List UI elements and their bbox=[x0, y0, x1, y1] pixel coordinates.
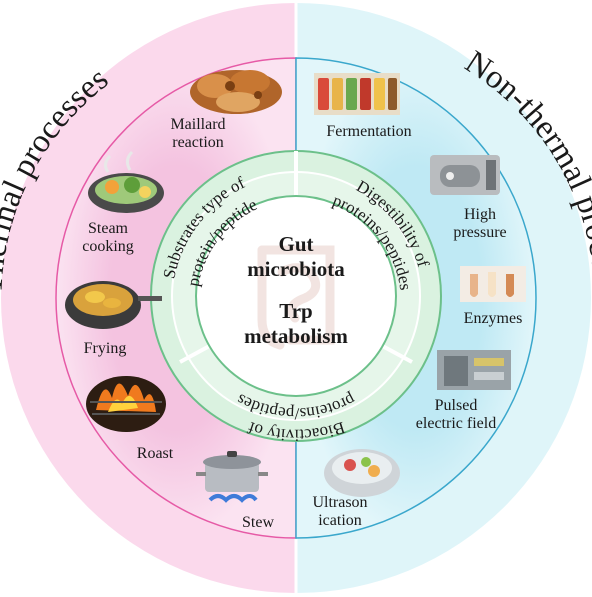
fermentation-jars-icon bbox=[314, 73, 400, 115]
nonthermal-item-enzymes: Enzymes bbox=[464, 310, 523, 327]
steamed-vegetables-icon bbox=[88, 150, 164, 213]
center-line-4: metabolism bbox=[244, 324, 348, 348]
thermal-item-steam-line-1: Steam bbox=[88, 220, 129, 237]
nonthermal-item-fermentation: Fermentation bbox=[326, 123, 411, 140]
grill-fire-icon bbox=[86, 376, 166, 432]
enzyme-tubes-icon bbox=[460, 266, 526, 302]
intestine-icon bbox=[257, 245, 335, 350]
thermal-item-maillard-line-2: reaction bbox=[172, 134, 224, 151]
thermal-item-steam-line-2: cooking bbox=[82, 238, 134, 255]
pretzel-bread-icon bbox=[190, 70, 282, 114]
nonthermal-item-ultrasonic-line-1: Ultrason bbox=[312, 494, 367, 511]
center-disk bbox=[195, 195, 397, 397]
nonthermal-item-pressure-line-2: pressure bbox=[453, 224, 506, 241]
nonthermal-item-ultrasonic-line-2: ication bbox=[318, 512, 362, 529]
pulsed-field-machine-icon bbox=[437, 350, 511, 390]
thermal-item-maillard-line-1: Maillard bbox=[170, 116, 225, 133]
center-line-2: microbiota bbox=[247, 257, 345, 281]
center-line-1: Gut bbox=[278, 232, 313, 256]
nonthermal-item-pulsed-line-2: electric field bbox=[416, 415, 496, 432]
nonthermal-item-pressure-line-1: High bbox=[464, 206, 496, 223]
thermal-item-stew: Stew bbox=[242, 514, 274, 531]
frying-pot-icon bbox=[65, 281, 162, 329]
center-line-3: Trp bbox=[279, 299, 312, 323]
stew-pot-icon bbox=[196, 451, 268, 503]
ultrasonic-bath-icon bbox=[324, 449, 400, 497]
high-pressure-machine-icon bbox=[430, 155, 500, 195]
nonthermal-item-pulsed-line-1: Pulsed bbox=[435, 397, 478, 414]
thermal-item-frying: Frying bbox=[84, 340, 127, 357]
thermal-item-roast: Roast bbox=[137, 445, 174, 462]
